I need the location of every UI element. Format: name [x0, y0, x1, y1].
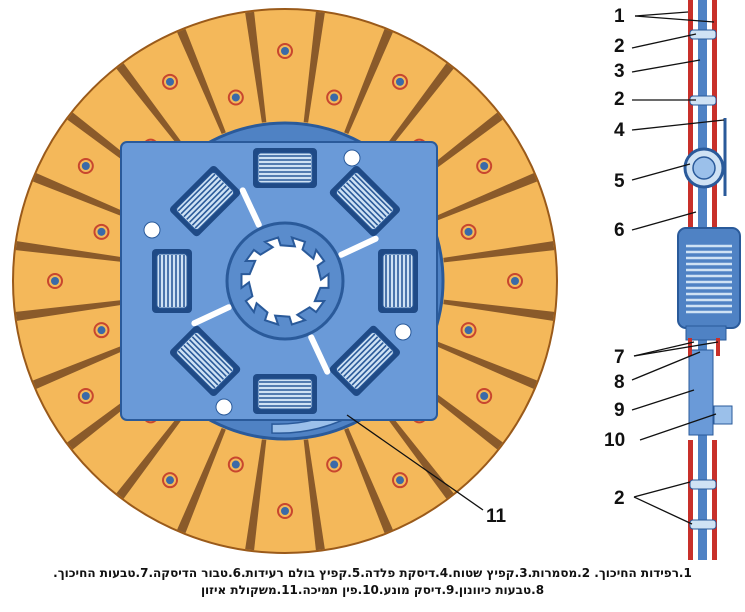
- callout-6: 6: [614, 220, 625, 241]
- support-pin: [143, 221, 161, 239]
- rivet: [330, 93, 339, 102]
- friction-ring-right: [716, 338, 720, 356]
- damper-spring: [169, 165, 241, 237]
- lining-rivets: [47, 43, 523, 519]
- lining-slot: [32, 340, 139, 389]
- rivet: [166, 77, 174, 86]
- callout-3: 3: [614, 61, 625, 82]
- damper-spring: [253, 148, 317, 188]
- rivet: [166, 476, 174, 485]
- damper-springs: [152, 148, 418, 414]
- support-pin: [215, 398, 233, 416]
- lining-slot: [116, 406, 190, 499]
- flat-spring: [338, 235, 379, 258]
- rivet: [281, 507, 289, 515]
- side-damper-disc: [688, 349, 714, 436]
- caption: 1.רפידות החיכוך. 2.מסמרות.3.קפיץ שטוח.4.…: [0, 565, 745, 599]
- hub-neck: [685, 325, 727, 341]
- callout-1: 1: [614, 6, 625, 27]
- lining-slot: [344, 427, 393, 534]
- damper-spring: [378, 249, 418, 313]
- clutch-disc-diagram: 1 2 3 2 4 5 6 7 8 9 10 2 11: [12, 0, 741, 560]
- flat-spring: [191, 304, 232, 327]
- lining-slot: [32, 173, 139, 222]
- lining-slot: [344, 28, 393, 135]
- lining-slot: [380, 406, 454, 499]
- lining-slot: [177, 28, 226, 135]
- lining-slot: [431, 340, 538, 389]
- callout-2-mid: 2: [614, 89, 625, 110]
- rivet: [281, 47, 289, 55]
- callout-10: 10: [604, 430, 625, 451]
- lining-slot: [15, 299, 127, 321]
- right-lining-lower: [712, 440, 717, 560]
- rivet: [97, 227, 106, 236]
- flat-spring: [308, 334, 331, 375]
- flat-springs: [191, 187, 379, 375]
- side-support-pin: [713, 405, 733, 425]
- lining-slot: [443, 241, 555, 263]
- damper-spring: [329, 325, 401, 397]
- hub-spline-hole: [240, 235, 330, 327]
- rivet: [97, 326, 106, 335]
- callout-4: 4: [614, 120, 625, 141]
- rivet: [464, 326, 473, 335]
- rivet: [511, 277, 519, 285]
- callout-9: 9: [614, 400, 625, 421]
- side-damper-spring: [683, 147, 725, 189]
- support-pin: [343, 149, 361, 167]
- rivet: [480, 392, 489, 400]
- caption-line-1: 1.רפידות החיכוך. 2.מסמרות.3.קפיץ שטוח.4.…: [53, 566, 692, 580]
- callout-numbers: 1 2 3 2 4 5 6 7 8 9 10 2 11: [486, 6, 625, 527]
- callout-2-bottom: 2: [614, 488, 625, 509]
- callout-5: 5: [614, 171, 625, 192]
- rivet: [330, 460, 339, 469]
- steel-disc-lower: [698, 340, 707, 560]
- side-hub-splines: [686, 244, 732, 314]
- steel-disc-upper: [698, 0, 707, 238]
- rivet: [81, 392, 90, 400]
- lining-slot: [116, 63, 190, 156]
- lining-slot: [245, 11, 267, 123]
- lining-slot: [15, 241, 127, 263]
- support-pins: [143, 149, 412, 416]
- rivet: [51, 277, 59, 285]
- callout-11: 11: [486, 506, 507, 527]
- rivet: [231, 460, 240, 469]
- clutch-disc-side-section: [677, 0, 741, 560]
- caption-line-2: 8.טבעות כיוונון.9.דיסק מונע.10.פין תמיכה…: [200, 583, 545, 597]
- side-rivets: [689, 29, 717, 530]
- lining-slot: [303, 439, 325, 551]
- leader-lines: [346, 11, 725, 525]
- rivet: [464, 227, 473, 236]
- callout-2-top: 2: [614, 36, 625, 57]
- damper-spring: [152, 249, 192, 313]
- lining-slot: [380, 63, 454, 156]
- rivet: [81, 162, 90, 170]
- lining-slot: [443, 299, 555, 321]
- support-pin: [394, 323, 412, 341]
- rivet: [480, 162, 489, 170]
- rivet: [396, 77, 404, 86]
- damper-spring: [253, 374, 317, 414]
- rivet: [231, 93, 240, 102]
- flat-spring: [239, 187, 262, 228]
- right-lining-upper: [712, 0, 717, 238]
- clutch-disc-front-view: [12, 8, 558, 554]
- left-lining-lower: [688, 440, 693, 560]
- rivet: [396, 476, 404, 485]
- callout-7: 7: [614, 347, 625, 368]
- lining-slot: [245, 439, 267, 551]
- lining-slot: [303, 11, 325, 123]
- damper-spring: [329, 165, 401, 237]
- lining-slot: [177, 427, 226, 534]
- damper-spring: [169, 325, 241, 397]
- callout-8: 8: [614, 372, 625, 393]
- lining-slot: [431, 173, 538, 222]
- left-lining-upper: [688, 0, 693, 238]
